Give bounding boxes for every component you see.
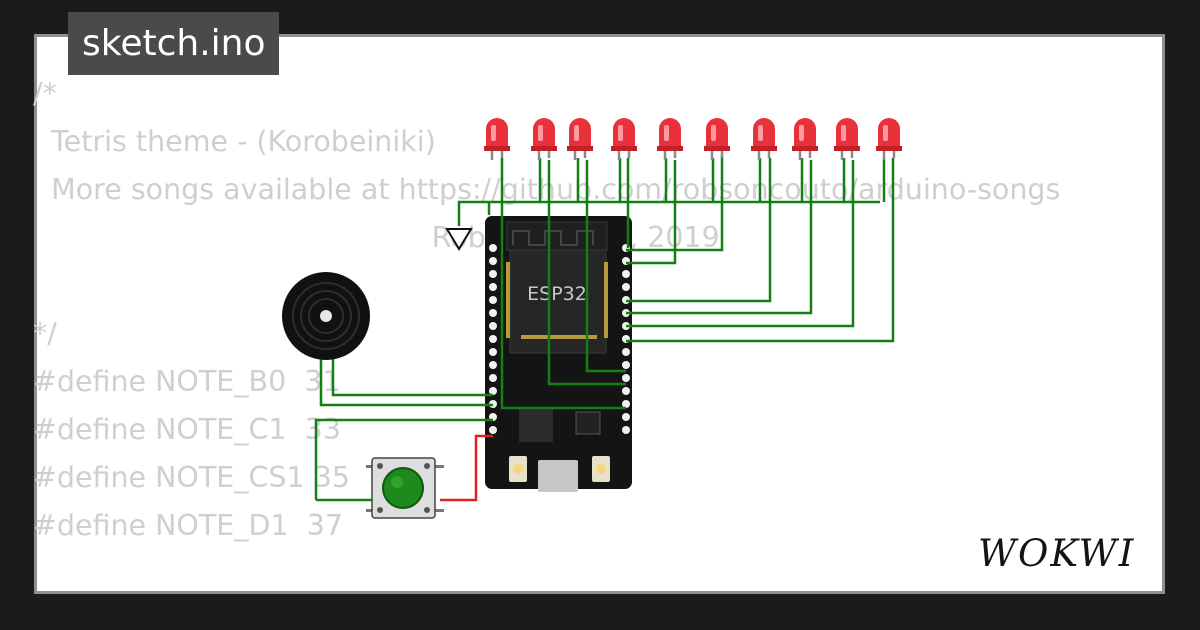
red-led-icon[interactable] xyxy=(531,118,557,160)
code-line: More songs available at https://github.c… xyxy=(33,173,1061,206)
header-pin xyxy=(622,270,630,278)
wires xyxy=(314,156,895,502)
header-pin xyxy=(622,361,630,369)
wire-led-7 xyxy=(626,158,772,303)
esp32-right-pin-header xyxy=(622,244,630,434)
red-led-icon[interactable] xyxy=(834,118,860,160)
wire-button-gnd xyxy=(314,418,493,500)
led-row xyxy=(484,118,902,160)
code-line: #define NOTE_B0 31 xyxy=(33,365,341,398)
esp32-board[interactable]: ESP32 xyxy=(485,216,632,492)
header-pin xyxy=(489,387,497,395)
wire-led-8 xyxy=(626,160,813,315)
header-pin xyxy=(489,270,497,278)
esp32-label: ESP32 xyxy=(527,283,587,305)
wire-led-3 xyxy=(585,160,626,373)
header-pin xyxy=(489,374,497,382)
header-pin xyxy=(489,309,497,317)
header-pin xyxy=(489,244,497,252)
wokwi-logo: WOKWI xyxy=(978,532,1135,575)
wire-led-2 xyxy=(547,160,626,386)
header-pin xyxy=(489,335,497,343)
wire-led-6 xyxy=(626,156,724,252)
wire-button-red xyxy=(440,434,493,502)
code-line: #define NOTE_D1 37 xyxy=(33,509,343,542)
code-line: #define NOTE_C1 33 xyxy=(33,413,341,446)
code-line: */ xyxy=(33,317,57,350)
red-led-icon[interactable] xyxy=(657,118,683,160)
header-pin xyxy=(489,361,497,369)
header-pin xyxy=(622,426,630,434)
wire-led-10 xyxy=(626,158,895,343)
header-pin xyxy=(489,283,497,291)
header-pin xyxy=(489,257,497,265)
wire-led-9 xyxy=(626,160,855,328)
red-led-icon[interactable] xyxy=(792,118,818,160)
red-led-icon[interactable] xyxy=(567,118,593,160)
code-line: /* xyxy=(33,77,57,110)
wire-buzzer-1 xyxy=(319,356,493,407)
header-pin xyxy=(489,426,497,434)
header-pin xyxy=(622,387,630,395)
wire-led-5 xyxy=(626,160,677,265)
wire-led-1 xyxy=(500,158,626,410)
header-pin xyxy=(622,348,630,356)
red-led-icon[interactable] xyxy=(484,118,510,160)
header-pin xyxy=(489,322,497,330)
buzzer-icon[interactable] xyxy=(282,272,370,360)
header-pin xyxy=(622,374,630,382)
header-pin xyxy=(489,296,497,304)
red-led-icon[interactable] xyxy=(704,118,730,160)
wokwi-logo-text: WOKWI xyxy=(978,532,1135,575)
code-line: Tetris theme - (Korobeiniki) xyxy=(33,125,436,158)
code-line: #define NOTE_CS1 35 xyxy=(33,461,350,494)
header-pin xyxy=(622,400,630,408)
file-tab[interactable]: sketch.ino xyxy=(68,12,280,75)
green-pushbutton-icon[interactable] xyxy=(366,457,444,519)
red-led-icon[interactable] xyxy=(611,118,637,160)
red-led-icon[interactable] xyxy=(876,118,902,160)
code-line: #define NOTE_DS1 39 xyxy=(33,550,1097,558)
ground-symbol-icon xyxy=(445,200,880,251)
red-led-icon[interactable] xyxy=(751,118,777,160)
code-preview: /* Tetris theme - (Korobeiniki) More son… xyxy=(33,70,1097,558)
header-pin xyxy=(622,413,630,421)
wire-buzzer-2 xyxy=(331,356,493,397)
header-pin xyxy=(622,283,630,291)
esp32-left-pin-header xyxy=(489,244,497,434)
header-pin xyxy=(489,348,497,356)
